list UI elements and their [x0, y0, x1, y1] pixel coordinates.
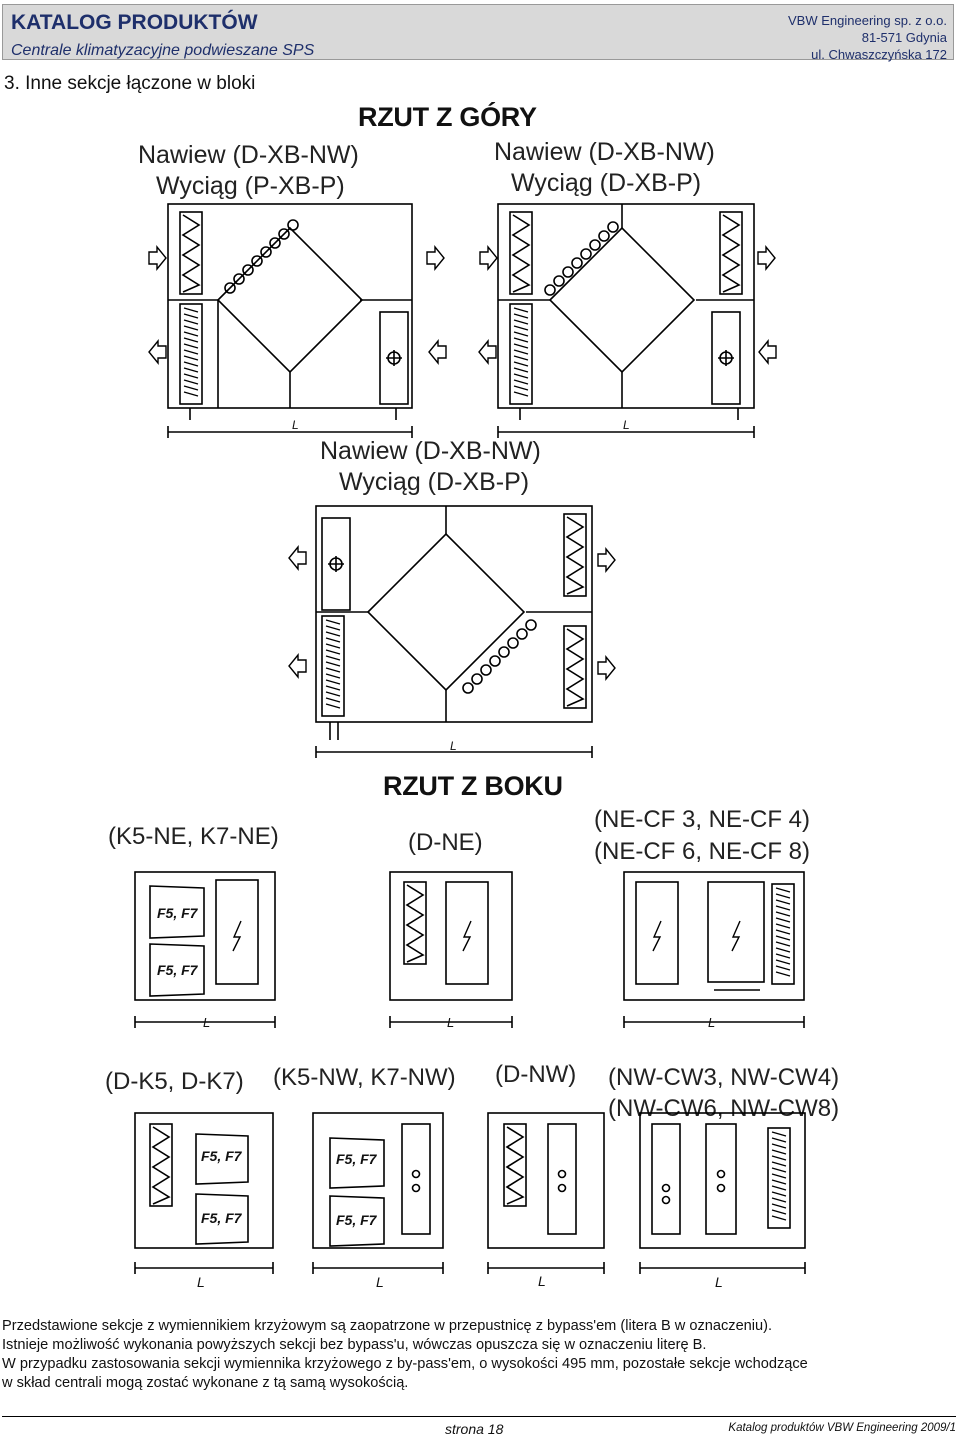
dim-label-9: L	[538, 1273, 546, 1289]
company-address: VBW Engineering sp. z o.o. 81-571 Gdynia…	[788, 12, 947, 63]
top-view-heading: RZUT Z GÓRY	[358, 102, 537, 132]
dim-label-1: L	[292, 418, 299, 432]
unit1-exhaust-label: Wyciąg (P-XB-P)	[156, 172, 345, 200]
side-dnw	[487, 1112, 605, 1274]
side-nwcw	[639, 1112, 806, 1274]
description-line-2: Istnieje możliwość wykonania powyższych …	[2, 1337, 707, 1353]
dim-label-4: L	[203, 1015, 211, 1030]
side-k5ne	[134, 871, 276, 1028]
side-label-necf-b: (NE-CF 6, NE-CF 8)	[594, 838, 810, 865]
top-unit-3	[288, 505, 616, 758]
filter-label-5: F5, F7	[336, 1151, 377, 1167]
unit1-supply-label: Nawiew (D-XB-NW)	[138, 141, 359, 169]
filter-label-1: F5, F7	[157, 905, 198, 921]
company-postal: 81-571 Gdynia	[861, 30, 947, 45]
description-paragraph: Przedstawione sekcje z wymiennikiem krzy…	[2, 1317, 954, 1393]
dim-label-6: L	[708, 1015, 716, 1030]
section-title: 3. Inne sekcje łączone w bloki	[4, 73, 256, 94]
side-label-nwcw-b: (NW-CW6, NW-CW8)	[608, 1095, 840, 1122]
side-label-nwcw-a: (NW-CW3, NW-CW4)	[608, 1064, 840, 1091]
dim-label-8: L	[376, 1274, 384, 1290]
catalog-subtitle: Centrale klimatyzacyjne podwieszane SPS	[11, 42, 315, 59]
side-label-k5ne: (K5-NE, K7-NE)	[108, 823, 279, 850]
side-label-dk5: (D-K5, D-K7)	[105, 1068, 244, 1095]
side-label-necf-a: (NE-CF 3, NE-CF 4)	[594, 806, 810, 833]
dim-label-3: L	[450, 739, 457, 753]
description-line-1: Przedstawione sekcje z wymiennikiem krzy…	[2, 1318, 773, 1334]
filter-label-6: F5, F7	[336, 1212, 377, 1228]
dim-label-5: L	[447, 1015, 455, 1030]
catalog-footer: Katalog produktów VBW Engineering 2009/1	[728, 1422, 956, 1434]
company-street: ul. Chwaszczyńska 172	[811, 47, 947, 62]
filter-label-4: F5, F7	[201, 1210, 242, 1226]
company-name: VBW Engineering sp. z o.o.	[788, 13, 947, 28]
unit3-supply-label: Nawiew (D-XB-NW)	[320, 437, 541, 465]
page-header: KATALOG PRODUKTÓW Centrale klimatyzacyjn…	[2, 4, 954, 63]
side-view-heading: RZUT Z BOKU	[383, 771, 563, 801]
side-necf	[623, 871, 805, 1028]
side-dne	[389, 871, 513, 1028]
dim-label-7: L	[197, 1274, 205, 1290]
side-dk5	[134, 1112, 274, 1274]
top-unit-1	[148, 203, 447, 438]
filter-label-3: F5, F7	[201, 1148, 242, 1164]
filter-label-2: F5, F7	[157, 962, 198, 978]
side-label-k5nw: (K5-NW, K7-NW)	[273, 1064, 456, 1091]
dim-label-10: L	[715, 1274, 723, 1290]
description-line-4: w skład centrali mogą zostać wykonane z …	[2, 1375, 409, 1391]
unit2-exhaust-label: Wyciąg (D-XB-P)	[511, 169, 702, 197]
side-label-dnw: (D-NW)	[495, 1061, 577, 1088]
side-label-dne: (D-NE)	[408, 829, 483, 856]
unit2-supply-label: Nawiew (D-XB-NW)	[494, 138, 715, 166]
description-line-3: W przypadku zastosowania sekcji wymienni…	[2, 1356, 808, 1372]
top-unit-2	[478, 203, 777, 438]
page-number: strona 18	[445, 1421, 504, 1437]
footer-rule	[2, 1416, 956, 1417]
catalog-title: KATALOG PRODUKTÓW	[11, 11, 258, 34]
dim-label-2: L	[623, 418, 630, 432]
side-k5nw	[312, 1112, 444, 1274]
unit3-exhaust-label: Wyciąg (D-XB-P)	[339, 468, 530, 496]
